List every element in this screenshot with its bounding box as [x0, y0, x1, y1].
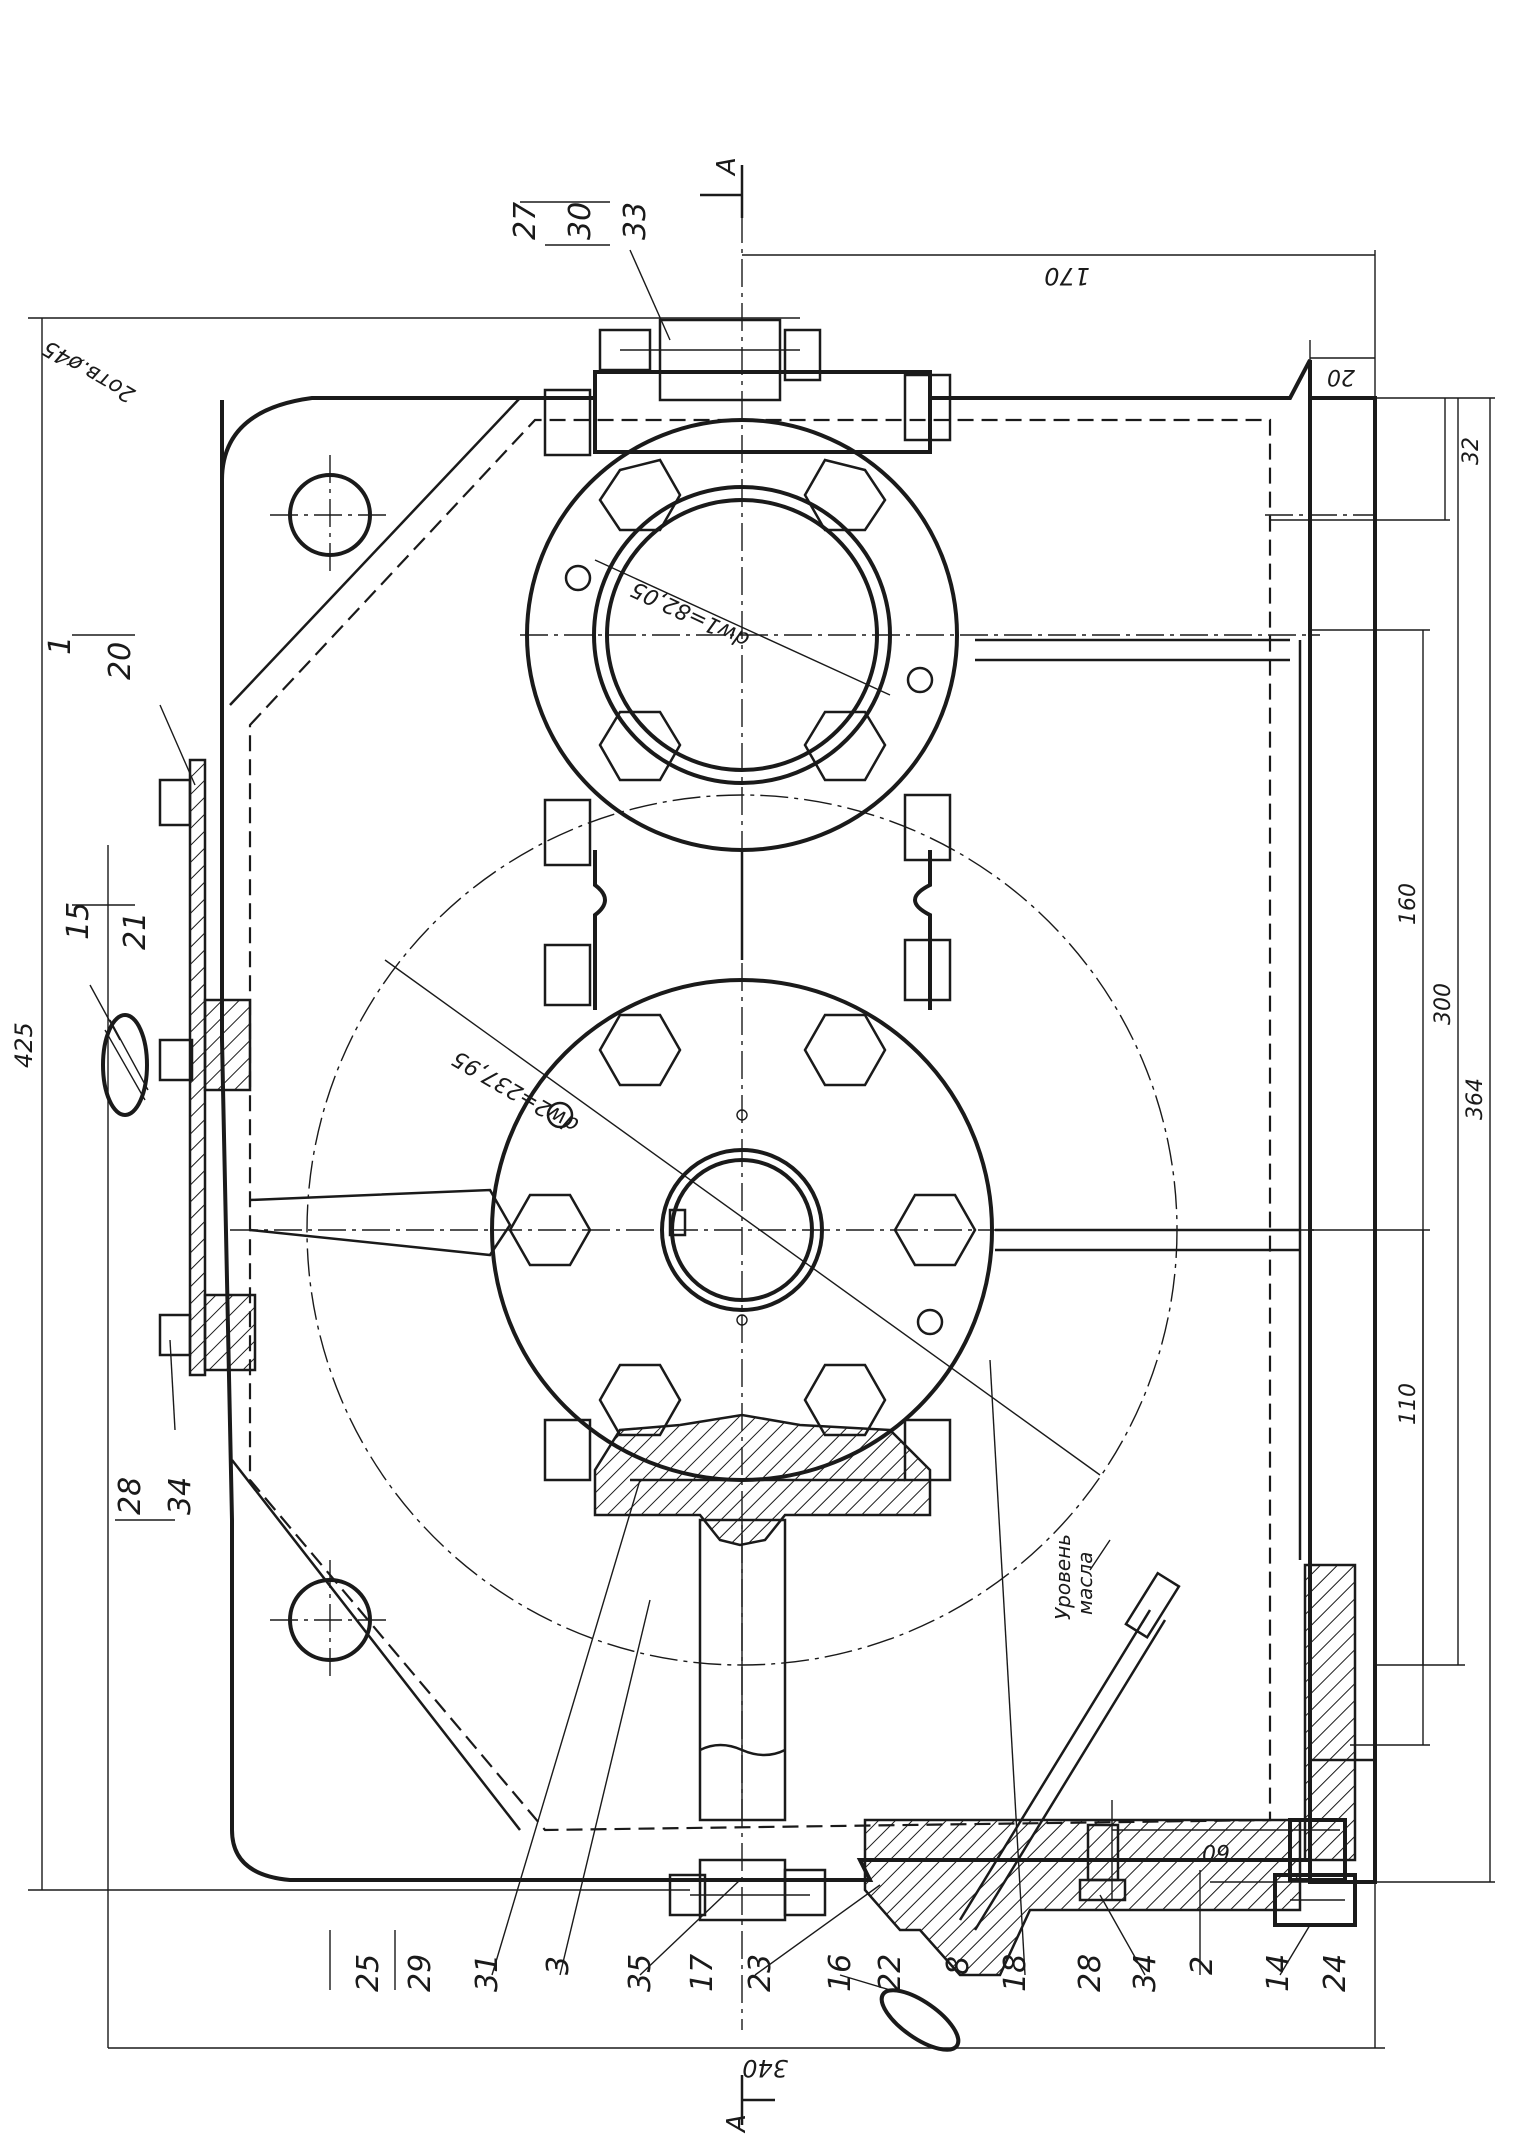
dimension-dw1: dw1=82,05 — [627, 576, 753, 652]
top-flange-bolts — [543, 318, 952, 1482]
dimension-364: 364 — [1463, 1078, 1488, 1120]
middle-neck — [593, 850, 932, 1010]
callout-1: 1 — [43, 636, 78, 655]
callout-8: 8 — [941, 1956, 976, 1975]
callout-27: 27 — [508, 202, 543, 240]
dimension-170: 170 — [1044, 262, 1090, 290]
pinion-bearing-boss — [525, 418, 959, 852]
section-label-top: A — [712, 157, 742, 177]
callout-25: 25 — [351, 1954, 386, 1992]
dimension-110: 110 — [1396, 1383, 1421, 1425]
section-mark-top: A — [700, 157, 744, 218]
callout-33: 33 — [618, 202, 653, 240]
housing-body — [220, 359, 1377, 1884]
callout-24: 24 — [1318, 1954, 1353, 1992]
dimension-160: 160 — [1396, 883, 1421, 925]
inspection-cover — [101, 758, 257, 1377]
lower-flange-section — [593, 1413, 932, 1922]
dimension-300: 300 — [1431, 983, 1456, 1025]
dimension-20: 20 — [1327, 364, 1355, 389]
callout-34-bottom: 34 — [1128, 1954, 1163, 1992]
callout-22: 22 — [873, 1954, 908, 1992]
oil-level-line1: Уровень — [1051, 1534, 1075, 1620]
callout-3: 3 — [541, 1956, 576, 1975]
mounting-holes — [270, 455, 390, 1680]
callout-2: 2 — [1185, 1956, 1220, 1975]
oil-level-label: Уровень масла — [1051, 1534, 1097, 1620]
callout-34-top: 34 — [163, 1477, 198, 1515]
callouts: 27 30 33 1 20 15 21 28 34 25 29 31 3 35 … — [43, 202, 1353, 1992]
center-lines — [230, 215, 1375, 2030]
callout-17: 17 — [685, 1954, 720, 1992]
callout-29: 29 — [403, 1954, 438, 1992]
callout-28-top: 28 — [113, 1477, 148, 1515]
dimension-lines — [28, 250, 1495, 2049]
callout-14: 14 — [1261, 1954, 1296, 1992]
section-mark-bottom: A — [722, 2075, 775, 2134]
callout-18: 18 — [998, 1954, 1033, 1992]
callout-30: 30 — [563, 202, 598, 240]
oil-level-line2: масла — [1073, 1552, 1097, 1615]
callout-23: 23 — [743, 1954, 778, 1992]
leader-lines — [72, 201, 1311, 1991]
callout-35: 35 — [623, 1954, 658, 1992]
dimension-holes: 2отв.ø45 — [39, 335, 140, 407]
drain-plug — [1273, 1563, 1357, 1927]
oil-gauge — [863, 1539, 1302, 2052]
callout-16: 16 — [823, 1954, 858, 1992]
dimension-425: 425 — [10, 1022, 38, 1068]
dimension-340: 340 — [742, 2054, 788, 2082]
callout-28-bottom: 28 — [1073, 1954, 1108, 1992]
section-label-bottom: A — [722, 2114, 752, 2134]
callout-20: 20 — [103, 642, 138, 680]
callout-21: 21 — [118, 912, 153, 950]
dimension-32: 32 — [1459, 437, 1484, 465]
callout-31: 31 — [470, 1954, 505, 1992]
callout-15: 15 — [61, 902, 96, 940]
